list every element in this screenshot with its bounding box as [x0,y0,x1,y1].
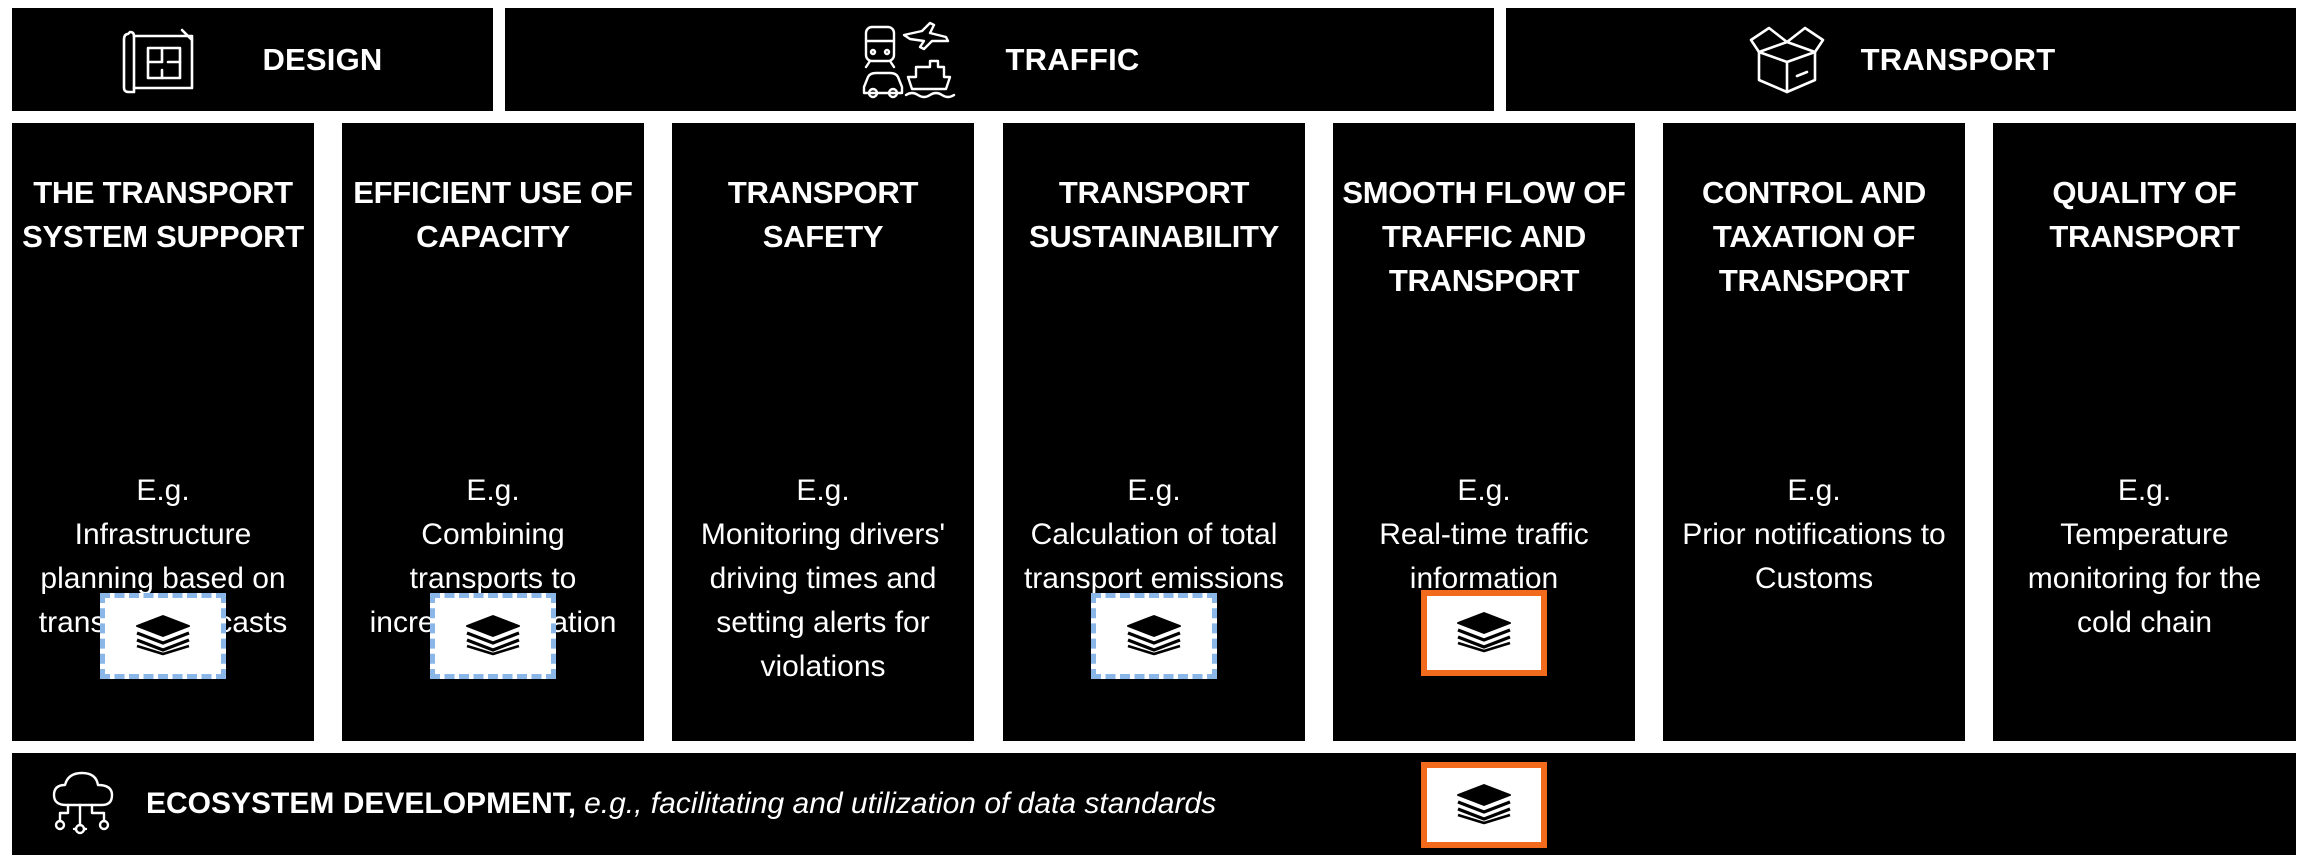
ecosystem-italic-label: e.g., facilitating and utilization of da… [584,787,1217,820]
active-badge [1421,762,1547,848]
column-description: E.g. Temperature monitoring for the cold… [1993,469,2296,645]
title-line: SAFETY [762,219,884,254]
title-line: TAXATION OF [1712,219,1916,254]
title-line: TRANSPORT [727,175,919,210]
header-traffic: TRAFFIC [505,8,1494,111]
column-title: QUALITY OF TRANSPORT [1993,171,2296,259]
desc-line: information [1409,562,1559,595]
desc-line: transport emissions [1023,562,1285,595]
desc-line: E.g. [2117,474,2172,507]
desc-line: planning based on [40,562,286,595]
column-title: SMOOTH FLOW OF TRAFFIC AND TRANSPORT [1333,171,1635,303]
desc-line: cold chain [2076,606,2213,639]
column-sustainability: TRANSPORT SUSTAINABILITY E.g. Calculatio… [1003,123,1305,741]
desc-line: Calculation of total [1030,518,1278,551]
column-description: E.g. Prior notifications to Customs [1663,469,1965,601]
header-transport-label: TRANSPORT [1860,41,2056,77]
ecosystem-bar: ECOSYSTEM DEVELOPMENT, e.g., facilitatin… [12,753,2296,855]
planned-badge [1091,593,1217,679]
title-line: TRANSPORT [1388,263,1580,298]
desc-line: Temperature [2060,518,2229,551]
desc-line: E.g. [466,474,520,507]
layers-stack-icon [461,612,525,661]
column-title: TRANSPORT SAFETY [672,171,974,259]
layers-stack-icon [1122,612,1186,661]
active-badge [1421,590,1547,676]
header-design-label: DESIGN [262,41,383,77]
header-transport: TRANSPORT [1506,8,2296,111]
column-description: E.g. Real-time traffic information [1333,469,1635,601]
desc-line: Infrastructure [74,518,252,551]
title-line: CAPACITY [416,219,570,254]
layers-stack-icon [1452,781,1516,830]
desc-line: violations [760,650,886,683]
column-smooth-flow: SMOOTH FLOW OF TRAFFIC AND TRANSPORT E.g… [1333,123,1635,741]
column-control-taxation: CONTROL AND TAXATION OF TRANSPORT E.g. P… [1663,123,1965,741]
desc-line: Real-time traffic [1379,518,1589,551]
layers-stack-icon [1452,609,1516,658]
column-quality: QUALITY OF TRANSPORT E.g. Temperature mo… [1993,123,2296,741]
column-title: CONTROL AND TAXATION OF TRANSPORT [1663,171,1965,303]
vehicles-icon [860,21,956,99]
desc-line: setting alerts for [716,606,930,639]
title-line: TRANSPORT [1718,263,1910,298]
ecosystem-bold-label: ECOSYSTEM DEVELOPMENT, [146,787,577,820]
column-efficient-capacity: EFFICIENT USE OF CAPACITY E.g. Combining… [342,123,644,741]
layers-stack-icon [131,612,195,661]
title-line: SYSTEM SUPPORT [22,219,304,254]
planned-badge [100,593,226,679]
column-transport-safety: TRANSPORT SAFETY E.g. Monitoring drivers… [672,123,974,741]
column-description: E.g. Monitoring drivers' driving times a… [672,469,974,689]
title-line: THE TRANSPORT [33,175,293,210]
column-title: THE TRANSPORT SYSTEM SUPPORT [12,171,314,259]
desc-line: Customs [1754,562,1874,595]
column-title: EFFICIENT USE OF CAPACITY [342,171,644,259]
column-description: E.g. Calculation of total transport emis… [1003,469,1305,601]
desc-line: E.g. [1787,474,1841,507]
desc-line: Monitoring drivers' [700,518,946,551]
title-line: QUALITY OF [2052,175,2237,210]
ecosystem-label: ECOSYSTEM DEVELOPMENT, e.g., facilitatin… [146,753,1216,855]
desc-line: E.g. [1127,474,1181,507]
desc-line: driving times and [709,562,937,595]
desc-line: E.g. [796,474,850,507]
planned-badge [430,593,556,679]
desc-line: Combining [421,518,565,551]
column-system-support: THE TRANSPORT SYSTEM SUPPORT E.g. Infras… [12,123,314,741]
desc-line: monitoring for the [2027,562,2262,595]
cloud-network-icon [48,767,122,842]
title-line: CONTROL AND [1701,175,1927,210]
header-traffic-label: TRAFFIC [1005,41,1140,77]
title-line: TRANSPORT [1058,175,1250,210]
desc-line: Prior notifications to [1682,518,1946,551]
title-line: EFFICIENT USE OF [353,175,633,210]
title-line: TRANSPORT [2049,219,2240,254]
title-line: SMOOTH FLOW OF [1342,175,1626,210]
header-design: DESIGN [12,8,493,111]
blueprint-icon [122,26,198,94]
desc-line: E.g. [1457,474,1511,507]
column-title: TRANSPORT SUSTAINABILITY [1003,171,1305,259]
desc-line: transports to [409,562,577,595]
package-icon [1747,20,1827,100]
title-line: SUSTAINABILITY [1028,219,1280,254]
title-line: TRAFFIC AND [1382,219,1586,254]
desc-line: E.g. [136,474,190,507]
